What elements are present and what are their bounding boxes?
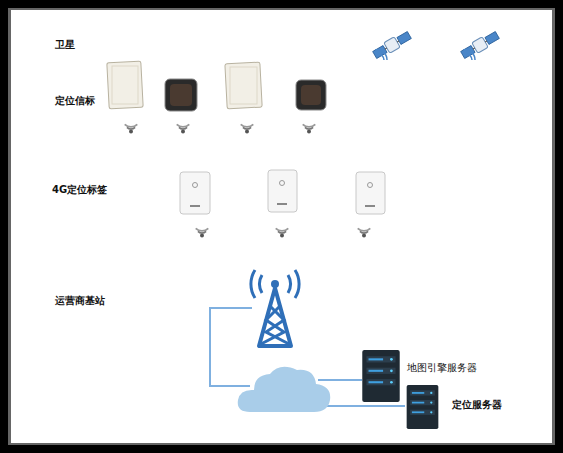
satellite [460, 30, 501, 60]
signal-icon [358, 228, 371, 237]
row-label: 定位信标 [55, 94, 95, 108]
beacon-black [165, 79, 197, 111]
signal-icon [276, 228, 289, 237]
signal-icon [196, 228, 209, 237]
signal-icon [241, 124, 254, 133]
signal-icon [125, 124, 138, 133]
base-station [251, 270, 299, 346]
signal-icon [303, 124, 316, 133]
4g-tag [268, 170, 297, 212]
4g-tag [356, 172, 385, 214]
beacon-white [107, 61, 143, 109]
server-icon [407, 385, 439, 429]
4g-tag [180, 172, 210, 214]
frame-shadow [8, 8, 555, 445]
node-text: 定位服务器 [452, 398, 502, 412]
frame [11, 10, 552, 443]
server-label: 定位服务器 [452, 398, 502, 412]
row-label: 卫星 [55, 38, 75, 52]
beacon-black [296, 80, 326, 110]
node-text: 地图引擎服务器 [407, 361, 477, 375]
server-label: 地图引擎服务器 [407, 361, 477, 375]
server-icon [362, 350, 399, 402]
satellite [372, 30, 413, 60]
signal-icon [177, 124, 190, 133]
cloud [238, 367, 330, 412]
row-label: 4G定位标签 [52, 183, 107, 197]
beacon-white [225, 62, 262, 109]
row-label: 运营商基站 [55, 294, 105, 308]
